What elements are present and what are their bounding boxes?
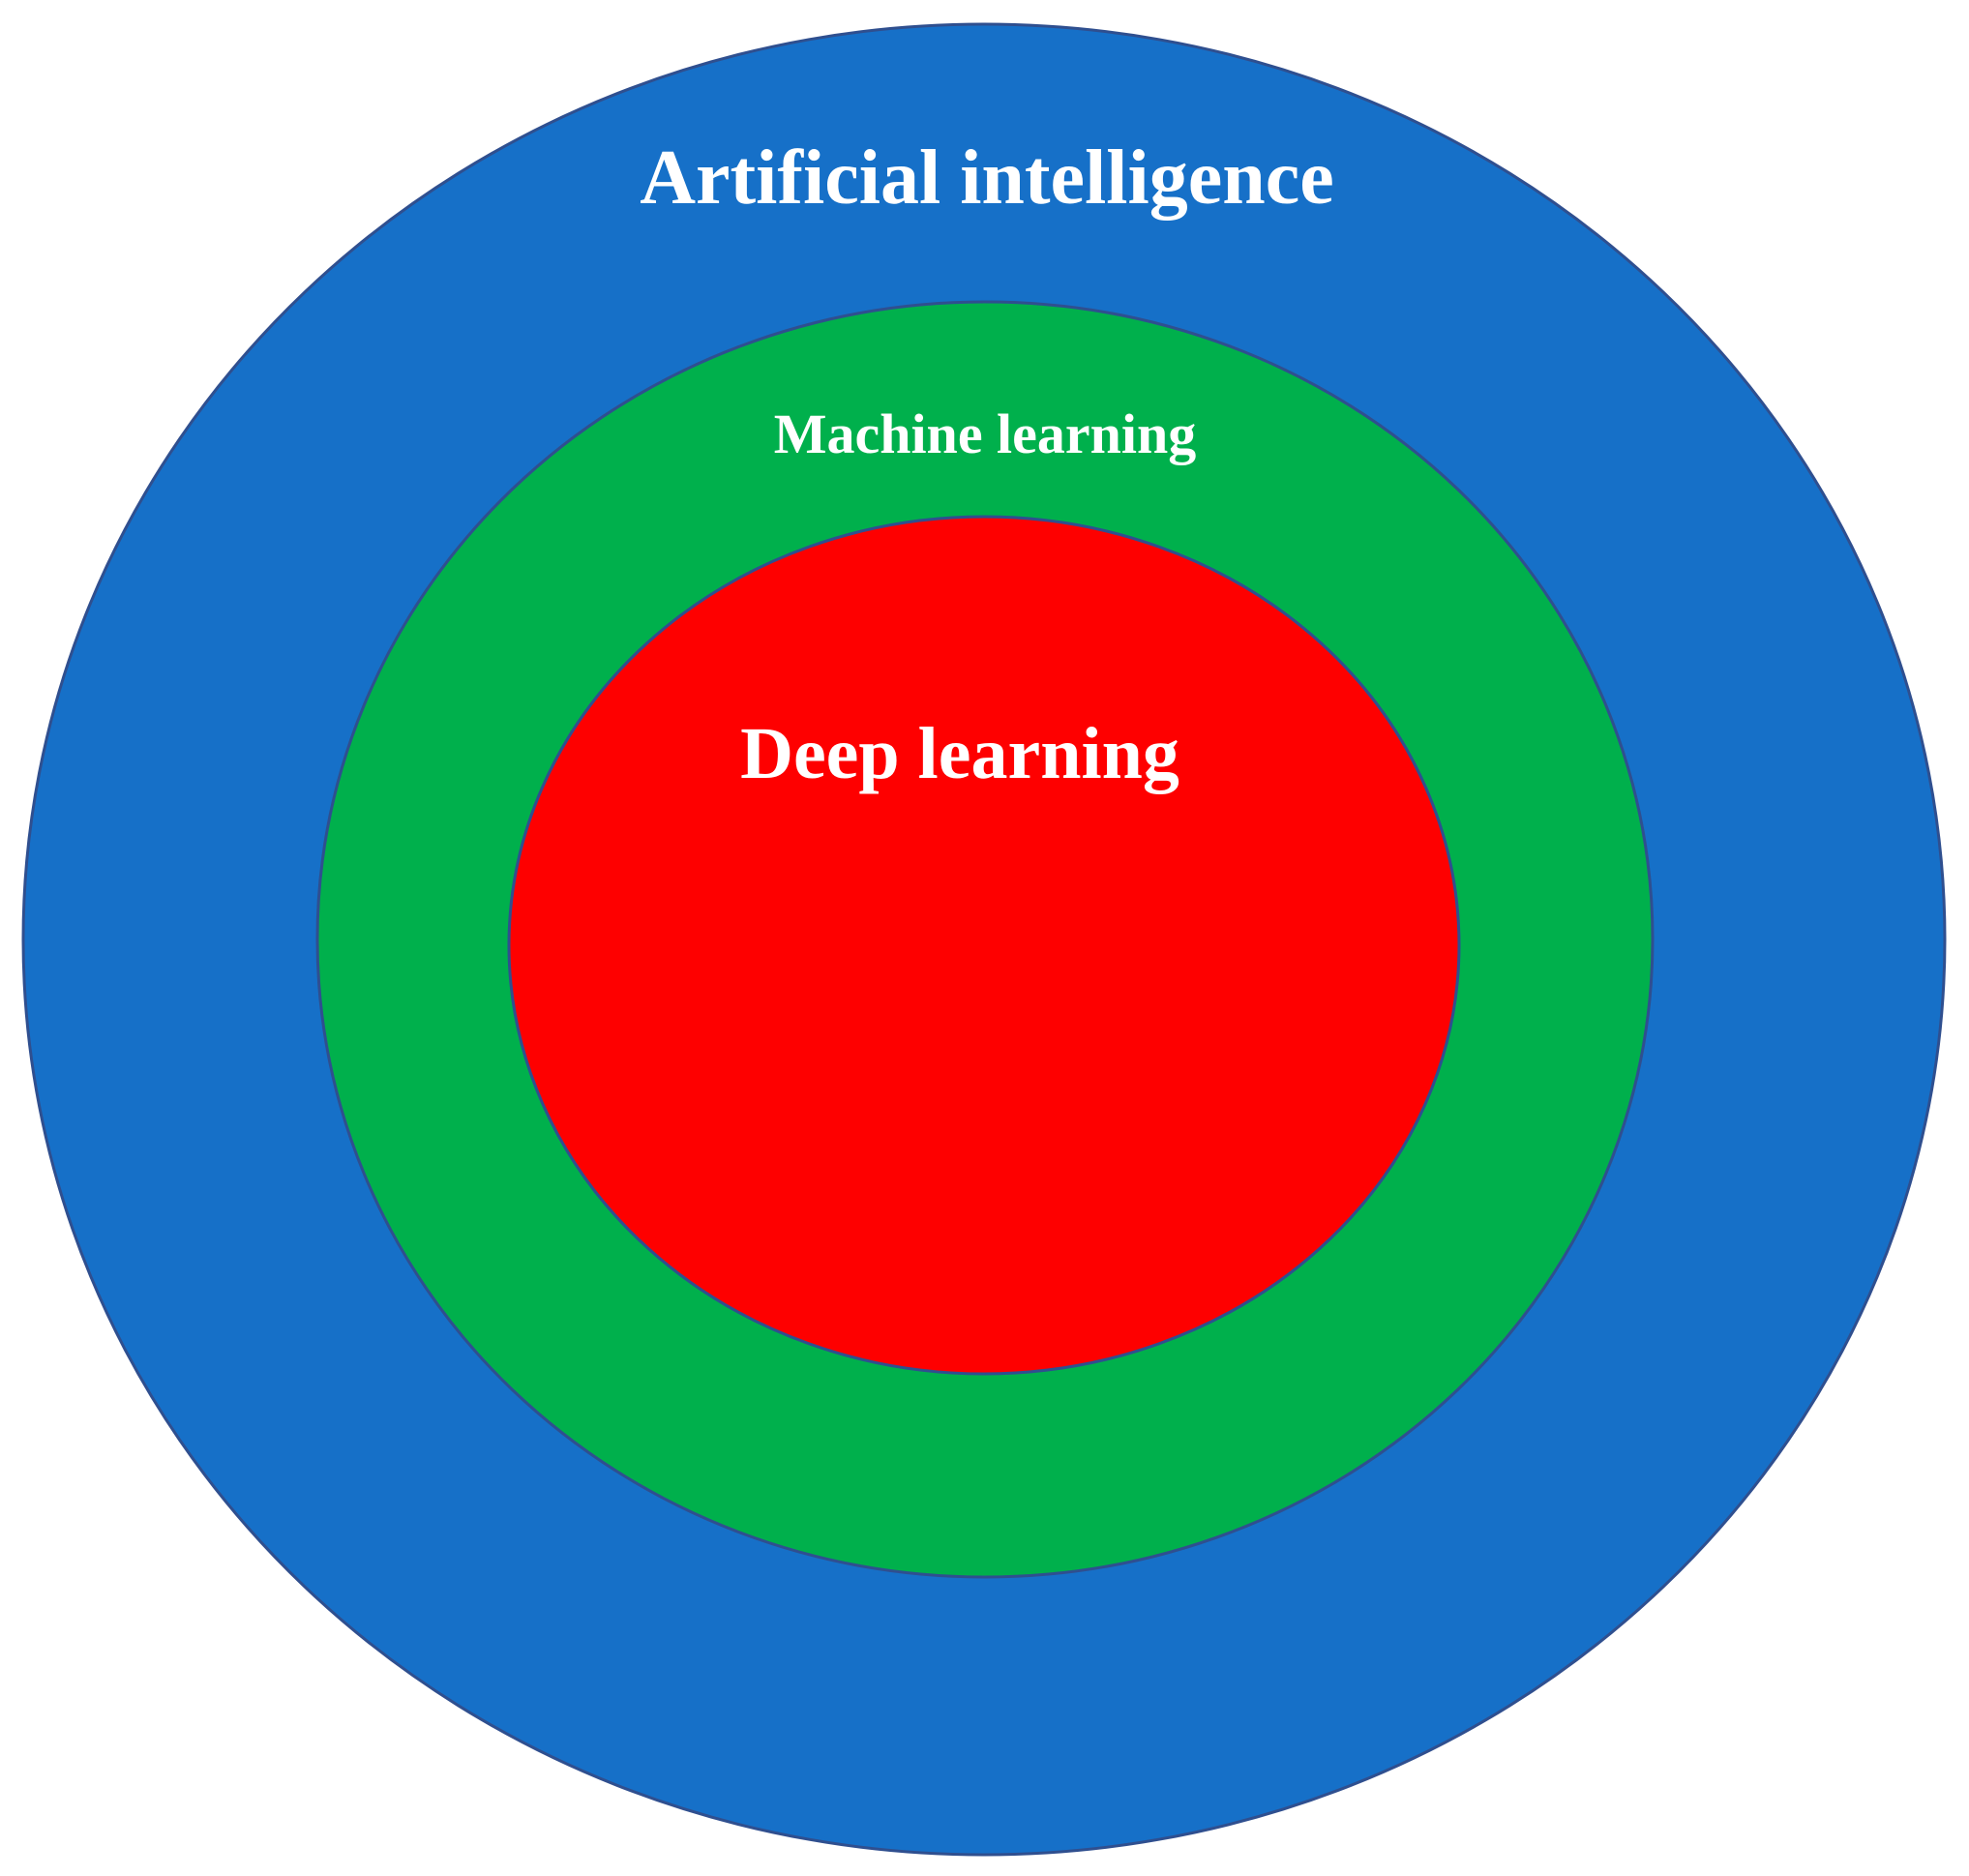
- deep-learning-circle: [507, 515, 1461, 1376]
- machine-learning-label: Machine learning: [774, 402, 1197, 465]
- artificial-intelligence-label: Artificial intelligence: [640, 135, 1334, 221]
- deep-learning-label: Deep learning: [740, 713, 1179, 794]
